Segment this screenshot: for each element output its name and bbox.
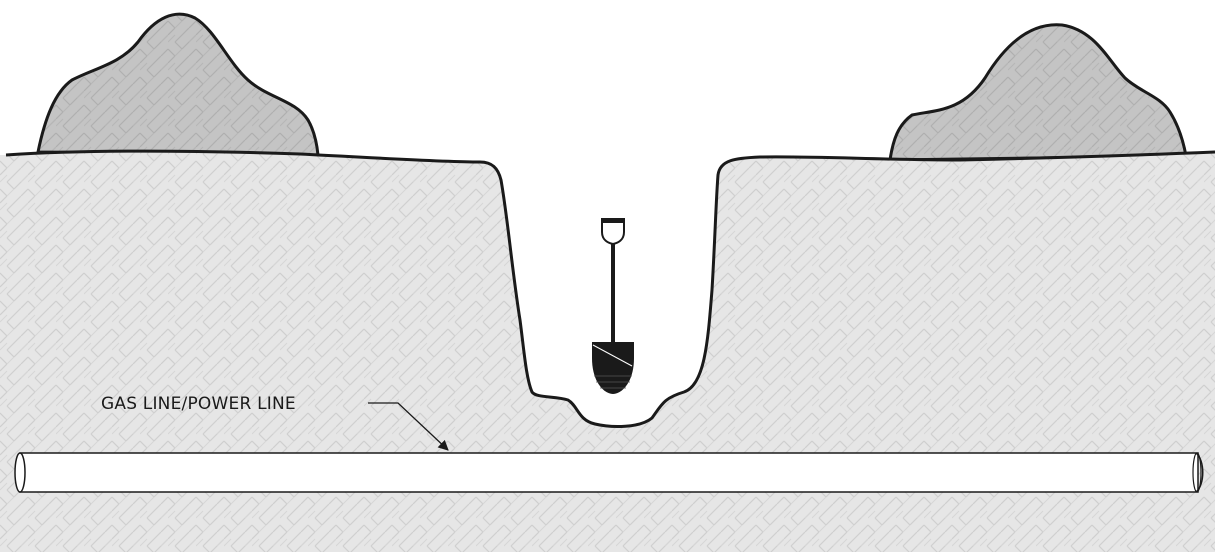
shovel-icon: [592, 218, 634, 394]
callout-leader: [368, 402, 449, 451]
right-dirt-mound: [888, 23, 1188, 162]
ground-soil: [0, 151, 1215, 552]
gas-power-line-label: GAS LINE/POWER LINE: [101, 394, 296, 414]
left-dirt-mound: [36, 12, 320, 157]
trench-outline: [5, 149, 1215, 428]
buried-pipe: [14, 452, 1204, 493]
